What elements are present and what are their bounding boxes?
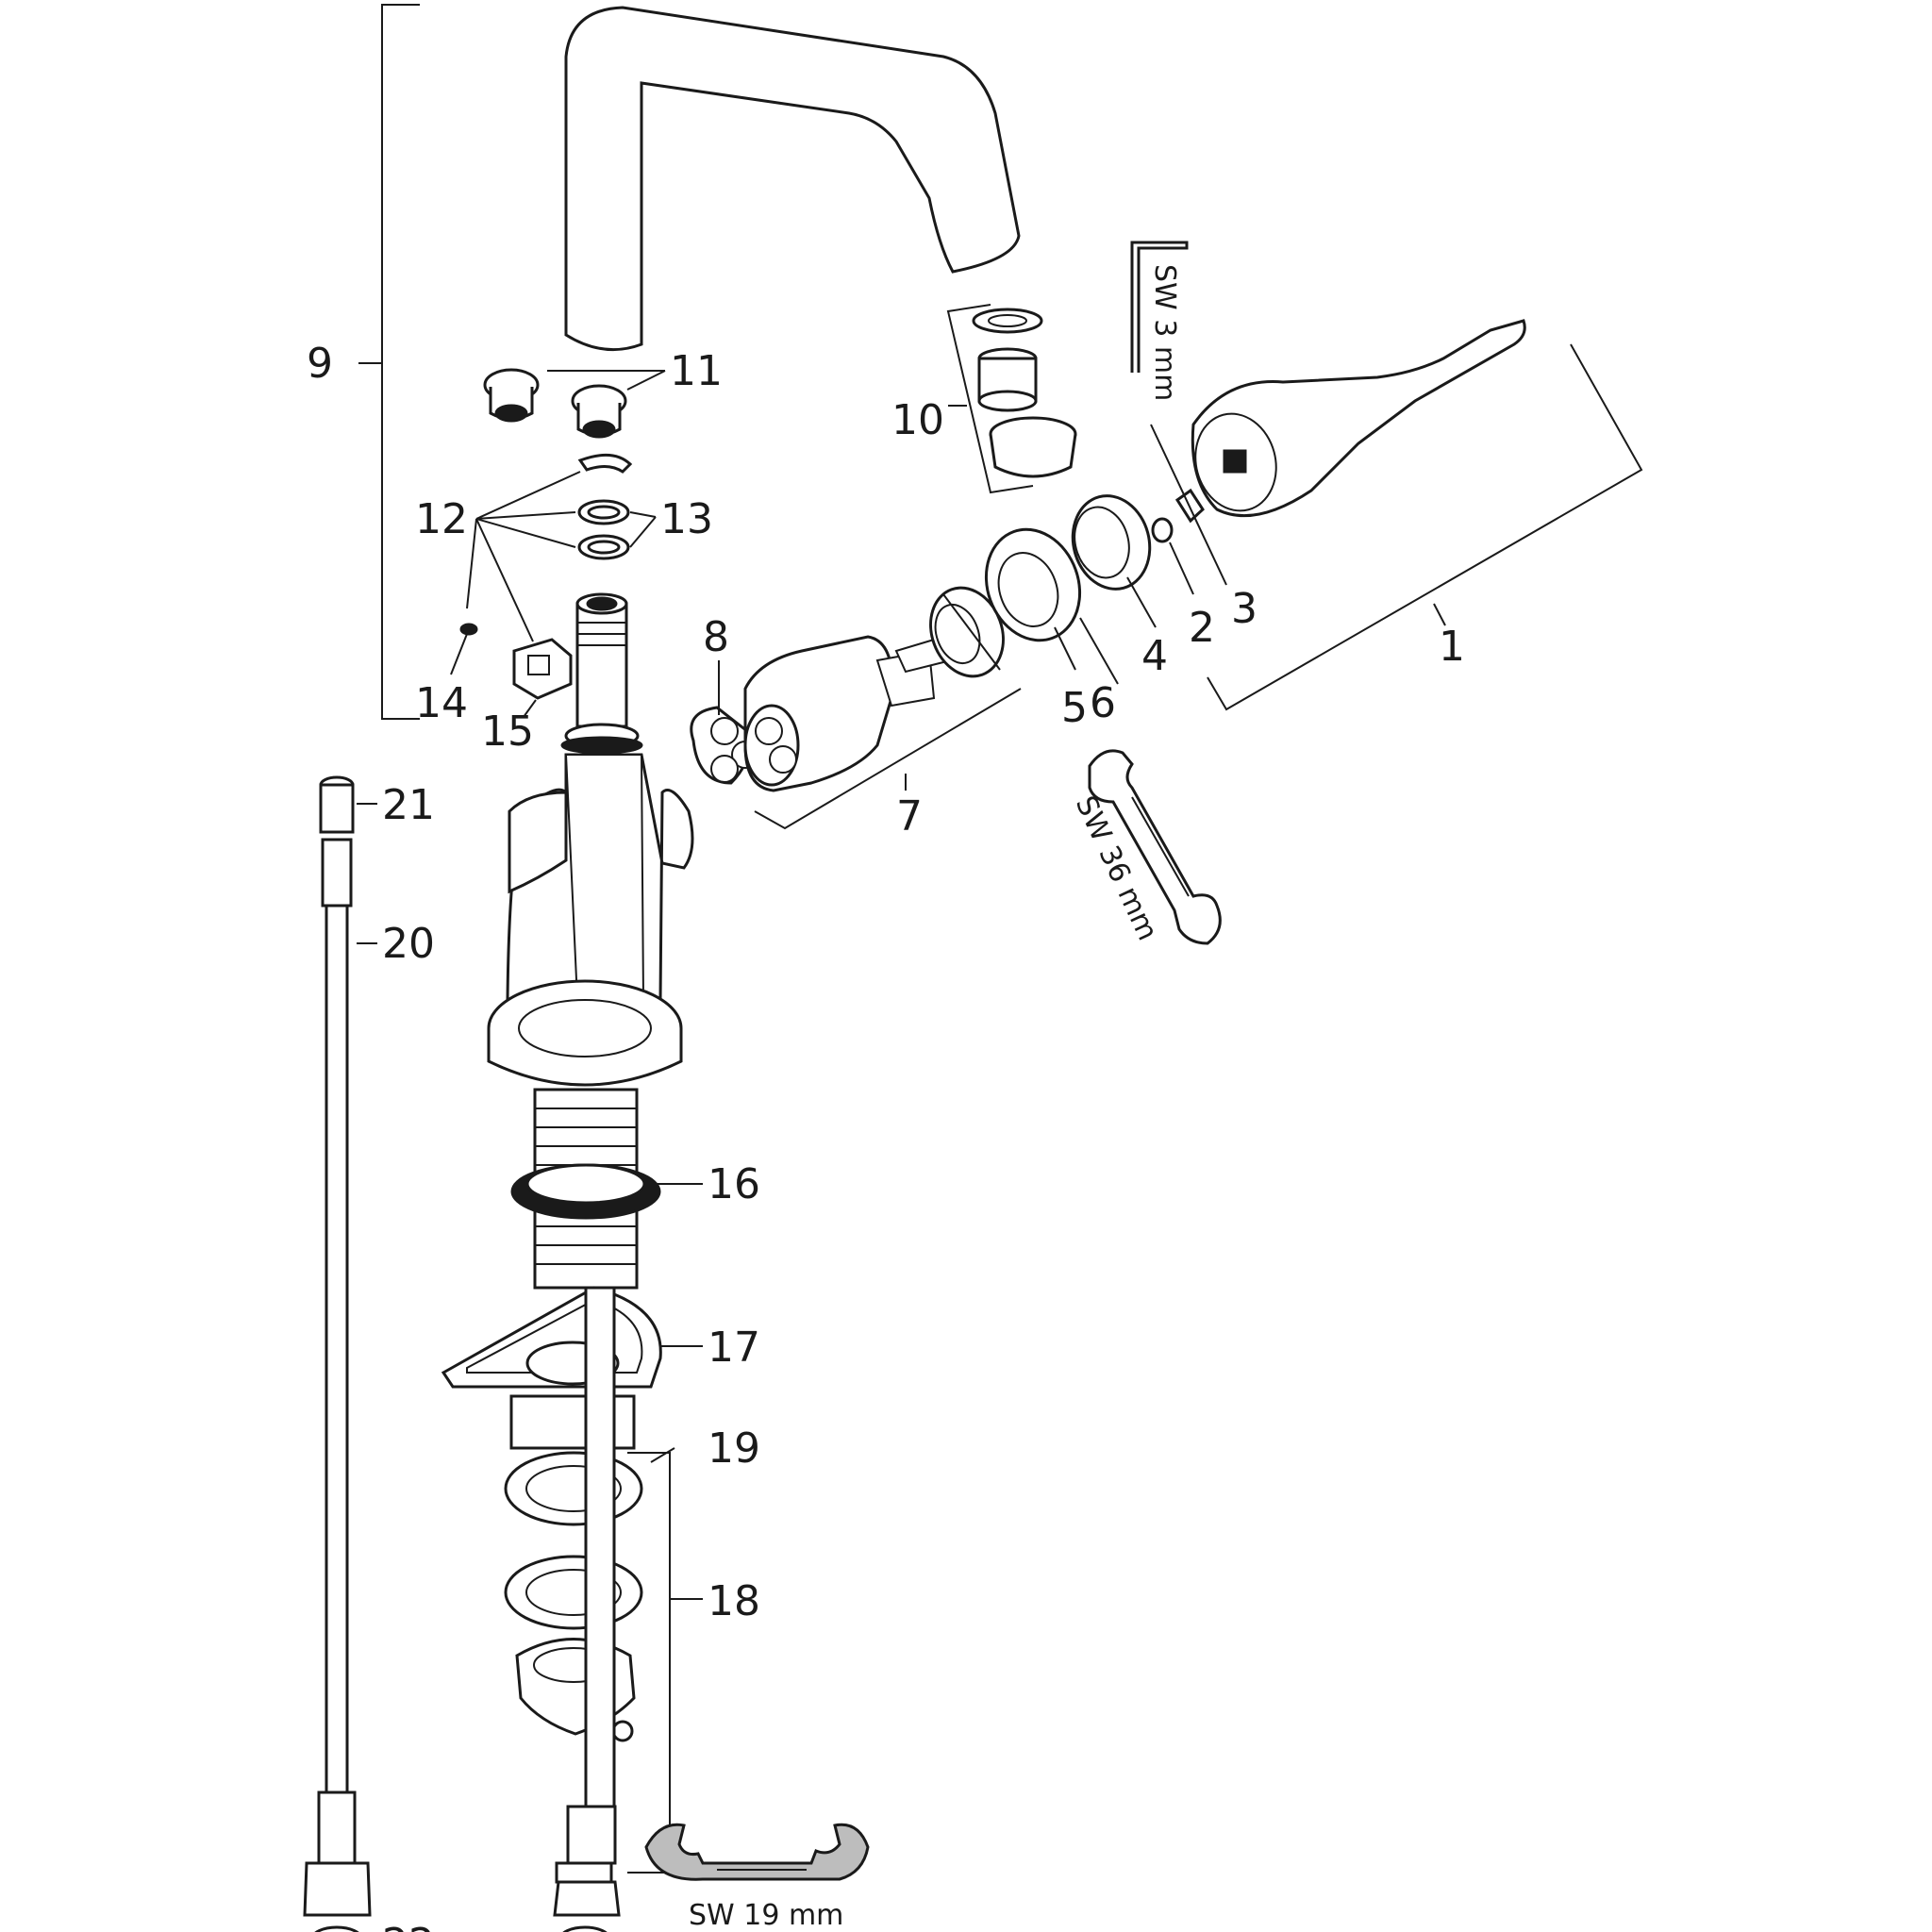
part-21-fitting	[319, 775, 377, 834]
valve-body	[506, 723, 694, 1002]
leaders-12	[466, 471, 581, 642]
label-part-10: 10	[891, 396, 944, 444]
label-part-8: 8	[703, 613, 729, 661]
label-part-5: 5	[1061, 684, 1088, 732]
part-22-washer	[314, 1925, 359, 1932]
wrench-36-icon	[1088, 749, 1222, 945]
part-15-clamp	[512, 638, 573, 718]
part-10-aerator	[946, 304, 1077, 494]
part-14-screw	[450, 623, 478, 675]
label-tool-wrench-19: SW 19 mm	[689, 1899, 843, 1932]
label-part-21: 21	[382, 781, 435, 829]
label-part-19: 19	[708, 1424, 760, 1473]
label-part-12: 12	[415, 495, 468, 543]
label-part-7: 7	[896, 792, 923, 841]
part-11-nuts	[483, 368, 666, 439]
part-16-gasket	[510, 1163, 703, 1220]
label-part-18: 18	[708, 1577, 760, 1625]
bracket-1	[1207, 343, 1643, 711]
label-tool-hex-key: SW 3 mm	[1148, 264, 1181, 401]
part-12-clip	[577, 453, 633, 474]
label-part-1: 1	[1439, 623, 1465, 671]
label-part-16: 16	[708, 1160, 760, 1208]
part-2-grub	[1151, 517, 1194, 595]
label-part-9: 9	[307, 340, 333, 388]
part-17-plate	[441, 1286, 703, 1450]
bracket-9	[358, 4, 420, 720]
label-part-15: 15	[481, 708, 534, 756]
label-part-3: 3	[1231, 585, 1257, 633]
threaded-stem	[575, 592, 628, 728]
thread-ring	[929, 586, 1005, 678]
part-1-lever	[1191, 319, 1526, 518]
central-supply-hose	[553, 1286, 621, 1932]
label-part-4: 4	[1141, 632, 1168, 680]
part-13-orings	[577, 499, 657, 560]
label-part-2: 2	[1189, 604, 1215, 652]
left-hose-nut	[303, 1861, 372, 1917]
label-part-17: 17	[708, 1324, 760, 1372]
part-5-6-nut	[984, 527, 1119, 685]
label-part-13: 13	[660, 495, 713, 543]
label-part-11: 11	[670, 347, 723, 395]
valve-base-collar	[487, 979, 683, 1087]
wrench-19-icon	[644, 1823, 870, 1881]
spout	[564, 6, 1021, 352]
part-4-cover	[1071, 494, 1157, 628]
label-part-6: 6	[1090, 679, 1116, 727]
hex-key-icon	[1130, 241, 1189, 373]
label-part-20: 20	[382, 920, 435, 968]
part-3-pin	[1150, 424, 1227, 586]
part-20-hose	[317, 838, 377, 1865]
label-part-14: 14	[415, 679, 468, 727]
part-7-cartridge	[743, 635, 1022, 830]
label-part-22: 22	[382, 1920, 435, 1932]
